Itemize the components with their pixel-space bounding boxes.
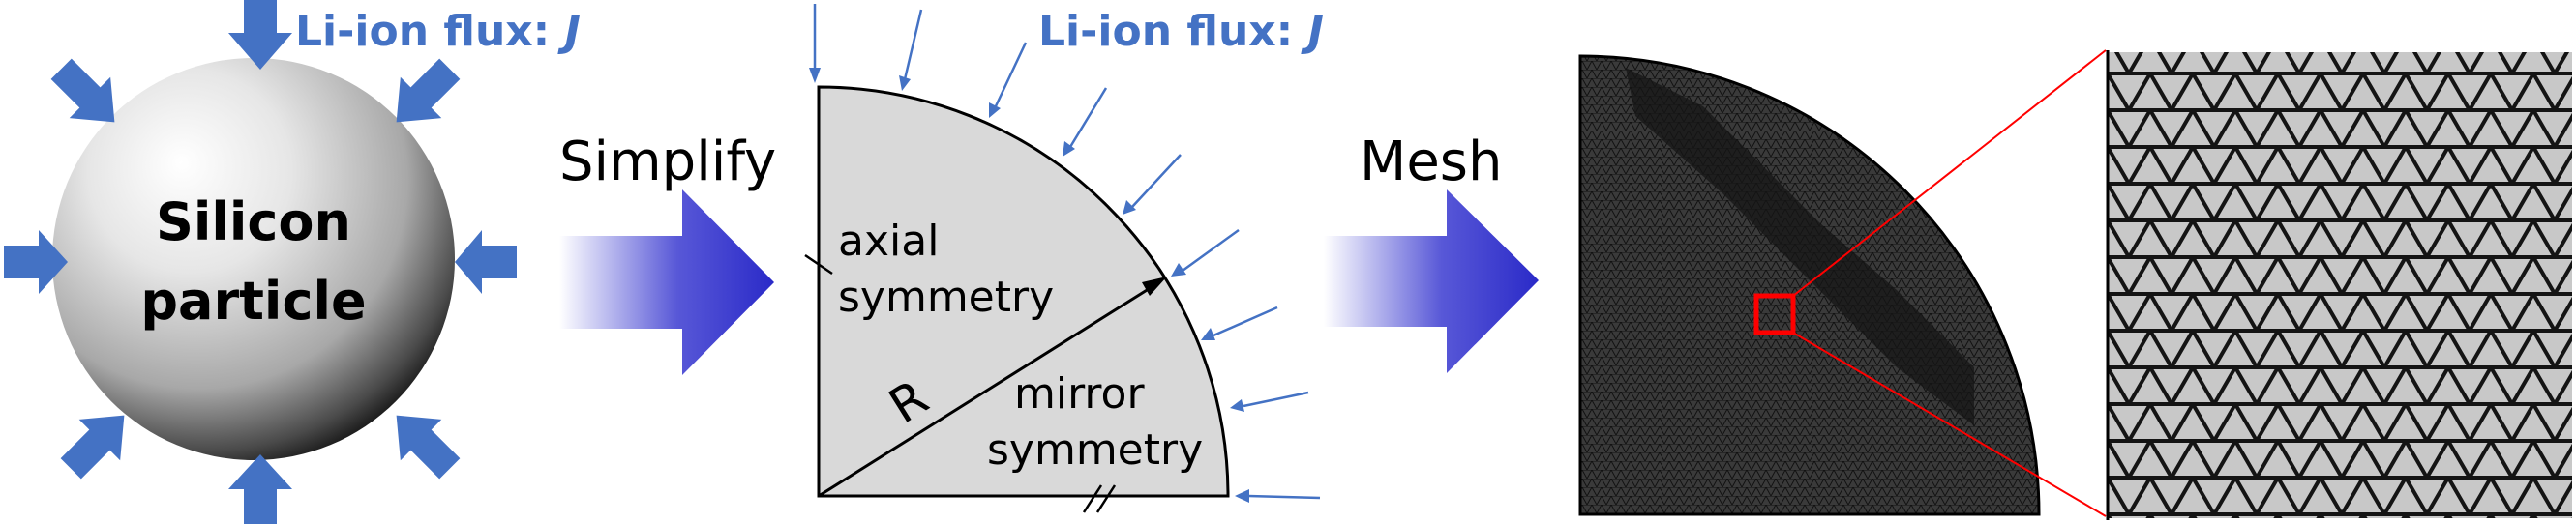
flux-arrow-bottom-left-icon: [60, 415, 125, 480]
flux-arrow-top-left-icon: [50, 58, 115, 123]
axial-label-line2: symmetry: [838, 273, 1054, 322]
particle-flux-arrows: [4, 0, 517, 524]
mesh-domain-outline: [1578, 54, 2041, 516]
simplify-arrow-icon: [559, 189, 774, 375]
mesh-arrow-icon: [1324, 189, 1539, 373]
domain-panel: R axial symmetry mirror symmetry: [804, 4, 1324, 513]
mesh-step: Mesh: [1324, 131, 1539, 373]
mirror-symmetry-tick-1: [1082, 484, 1103, 513]
flux-arrowhead-1-icon: [809, 68, 821, 83]
flux-arrow-bottom-right-icon: [396, 415, 461, 480]
zoomed-mesh-inset: [2108, 52, 2572, 518]
domain-flux-label: Li-ion flux: J: [1038, 7, 1324, 56]
flux-arrow-right-icon: [455, 230, 517, 294]
radius-arrowhead-icon: [1142, 277, 1167, 296]
zoom-guide-top: [1792, 49, 2107, 297]
simplify-label: Simplify: [559, 131, 776, 193]
particle-label-line2: particle: [140, 271, 366, 332]
mirror-label-line2: symmetry: [987, 425, 1203, 475]
mesh-refined-band: [1626, 68, 1974, 425]
particle-label-line1: Silicon: [156, 191, 351, 252]
flux-arrow-bottom-icon: [228, 454, 292, 524]
axial-label-line1: axial: [838, 217, 939, 266]
radius-line: [818, 285, 1153, 498]
mesh-label: Mesh: [1360, 131, 1502, 193]
particle-flux-label: Li-ion flux: J: [295, 7, 581, 56]
flux-arrow-left-icon: [4, 230, 68, 294]
particle-panel: Silicon particle Li-ion f: [4, 0, 581, 524]
mesh-panel: [1578, 49, 2572, 520]
flux-arrow-top-icon: [228, 0, 292, 70]
flux-arrow-top-right-icon: [396, 58, 461, 123]
silicon-particle-sphere: [52, 58, 455, 460]
axial-symmetry-tick: [804, 253, 833, 276]
zoom-guide-bottom: [1792, 332, 2107, 517]
domain-flux-prefix: Li-ion flux:: [1038, 7, 1308, 56]
quarter-domain: [817, 85, 1230, 498]
particle-flux-prefix: Li-ion flux:: [295, 7, 565, 56]
domain-flux-arrows: [809, 4, 1321, 503]
simplify-step: Simplify: [559, 131, 776, 375]
mirror-label-line1: mirror: [1014, 369, 1145, 419]
mirror-symmetry-tick-2: [1095, 484, 1117, 513]
zoom-box: [1753, 293, 1796, 335]
